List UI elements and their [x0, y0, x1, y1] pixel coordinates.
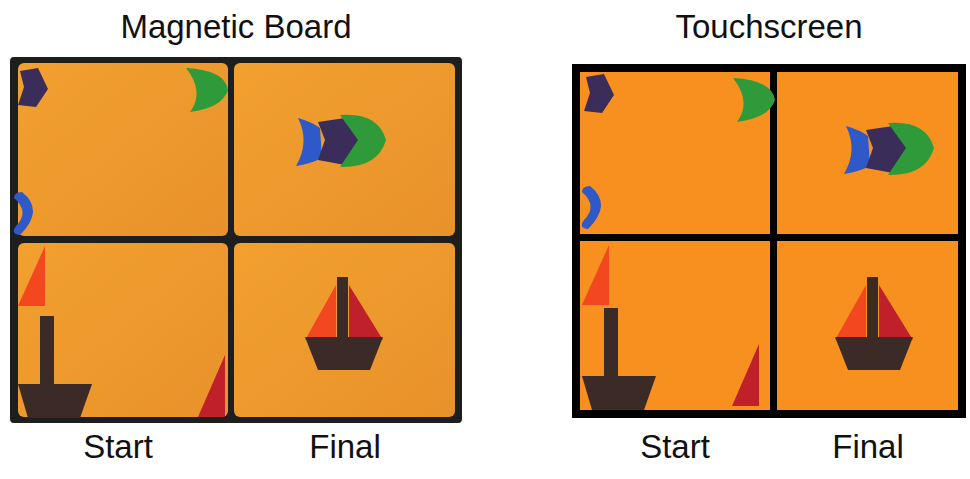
stage-label: Start [83, 428, 153, 466]
stage-label: Final [309, 428, 381, 466]
stage-label: Start [640, 428, 710, 466]
stage-label: Final [832, 428, 904, 466]
panel: Touchscreen [572, 0, 966, 418]
panel-title: Touchscreen [572, 8, 966, 46]
panel-title: Magnetic Board [10, 8, 462, 46]
panel: Magnetic Board [10, 0, 462, 423]
